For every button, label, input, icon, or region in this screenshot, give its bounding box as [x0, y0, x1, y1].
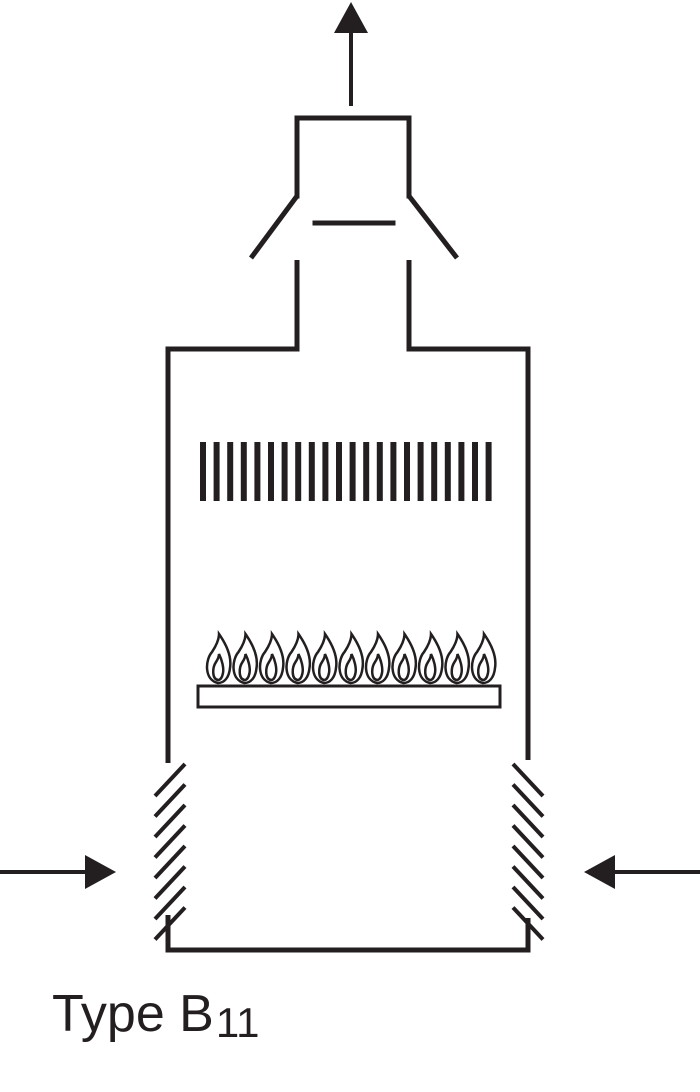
flame-core — [371, 653, 384, 682]
louvre-slat — [511, 783, 545, 818]
louvre-slat — [511, 906, 545, 941]
flame-core — [318, 653, 331, 682]
flame — [444, 630, 471, 685]
right-air-inlet-arrow-icon — [584, 855, 700, 889]
louvre-slat — [511, 844, 545, 880]
louvre-slat — [153, 824, 187, 859]
louvre-slat — [153, 906, 187, 941]
louvre-slat — [153, 803, 187, 839]
flame — [338, 630, 365, 685]
louvre-slat — [153, 865, 187, 900]
louvre-slat — [511, 865, 545, 900]
right-louvre-icon — [511, 762, 545, 941]
draught-diverter — [248, 115, 459, 260]
left-louvre-icon — [153, 762, 187, 941]
louvre-slat — [153, 783, 187, 818]
caption-subscript: 11 — [215, 999, 260, 1046]
flame-core — [424, 653, 437, 682]
flame — [258, 630, 285, 685]
louvre-slat — [153, 885, 187, 921]
burner-icon — [196, 684, 502, 709]
left-air-inlet-arrow-icon — [0, 855, 116, 889]
flame — [285, 630, 312, 685]
flame-core — [450, 653, 463, 682]
louvre-slat — [511, 803, 545, 839]
flame-core — [212, 653, 225, 682]
flame — [364, 630, 391, 685]
flame-core — [344, 653, 357, 682]
flame — [232, 630, 259, 685]
flame-core — [265, 653, 278, 682]
flue-outlet-arrow-icon — [334, 2, 368, 106]
caption-main: Type B — [52, 985, 214, 1043]
heat-exchanger-icon — [200, 442, 492, 501]
louvre-slat — [511, 824, 545, 859]
appliance-casing — [165, 260, 531, 953]
flame — [417, 630, 444, 685]
diagram-caption: Type B11 — [52, 985, 259, 1044]
flame — [311, 630, 338, 685]
louvre-slat — [153, 762, 187, 798]
flame — [470, 630, 497, 685]
louvre-slat — [153, 844, 187, 880]
louvre-slat — [511, 885, 545, 921]
flame-core — [291, 653, 304, 682]
flame-icon — [205, 630, 497, 685]
flame — [205, 630, 232, 685]
flame-core — [238, 653, 251, 682]
flame-core — [397, 653, 410, 682]
flame-core — [477, 653, 490, 682]
flame — [391, 630, 418, 685]
louvre-slat — [511, 762, 545, 798]
